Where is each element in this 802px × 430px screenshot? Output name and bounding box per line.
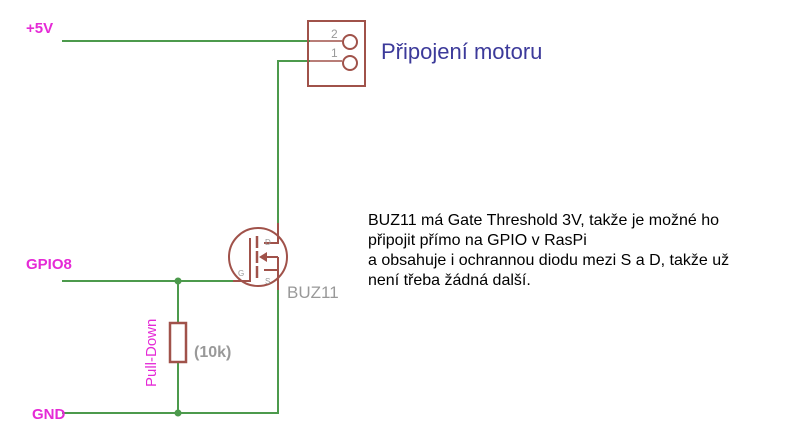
wire-drain-to-motor (277, 60, 310, 223)
mosfet-arrow-icon (259, 252, 267, 262)
note-line-4: není třeba žádná další. (368, 272, 531, 289)
junctions (174, 277, 182, 417)
mosfet-gate-lead (233, 238, 251, 282)
connector-pin1-label: 1 (331, 46, 338, 60)
pull-down-resistor-icon (168, 321, 188, 364)
connector-pin1-icon (342, 55, 358, 71)
resistor-role-label: Pull-Down (143, 319, 160, 387)
resistor-value-label: (10k) (194, 344, 231, 361)
mosfet-body-icon (228, 227, 288, 287)
mosfet-drain-lead (264, 223, 279, 244)
junction-dot-gnd (174, 409, 182, 417)
connector-pin2-label: 2 (331, 27, 338, 41)
net-label-gnd: GND (32, 406, 66, 423)
motor-connector: 2 1 (307, 20, 366, 87)
wire-gnd-source (62, 290, 279, 414)
mosfet-buz11: D G S (228, 223, 288, 290)
note-line-3: a obsahuje i ochrannou diodu mezi S a D,… (368, 252, 730, 269)
connector-body (307, 20, 366, 87)
note-line-1: BUZ11 má Gate Threshold 3V, takže je mož… (368, 212, 720, 229)
connector-title: Připojení motoru (381, 39, 542, 64)
mosfet-pin-g-label: G (238, 269, 244, 278)
note-line-2: připojit přímo na GPIO v RasPi (368, 232, 587, 249)
junction-dot-gate (174, 277, 182, 285)
mosfet-pin-s-label: S (265, 277, 270, 286)
connector-pin2-icon (342, 34, 358, 50)
mosfet-pin-d-label: D (265, 238, 271, 247)
mosfet-part-label: BUZ11 (287, 283, 339, 302)
explanation-note: BUZ11 má Gate Threshold 3V, takže je mož… (368, 211, 798, 291)
net-label-5v: +5V (26, 20, 53, 37)
wires (62, 40, 310, 414)
net-label-gpio8: GPIO8 (26, 256, 72, 273)
